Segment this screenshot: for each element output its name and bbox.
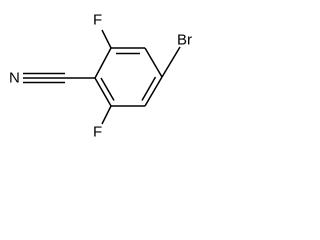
ring-bond-c3-c4 bbox=[144, 47, 163, 78]
ring-double-bond-c6-c1 bbox=[100, 77, 115, 101]
fluorine-bottom-label: F bbox=[93, 124, 102, 141]
ring-double-bond-c4-c5 bbox=[141, 76, 157, 101]
bromine-label: Br bbox=[177, 32, 192, 49]
ring-bond-c6-c1 bbox=[94, 77, 112, 107]
nitrile-triple-bond bbox=[23, 72, 65, 84]
bond-c4-bromine bbox=[161, 46, 181, 78]
bond-c6-fluorine bbox=[101, 105, 112, 125]
fluorine-top-label: F bbox=[93, 12, 102, 29]
ring-bond-c4-c5 bbox=[144, 76, 163, 107]
bond-c2-fluorine bbox=[101, 29, 112, 49]
nitrogen-label: N bbox=[9, 70, 20, 87]
benzene-ring bbox=[94, 47, 163, 107]
ring-bond-c1-c2 bbox=[94, 47, 112, 79]
structure-diagram: F F N Br bbox=[9, 12, 192, 141]
